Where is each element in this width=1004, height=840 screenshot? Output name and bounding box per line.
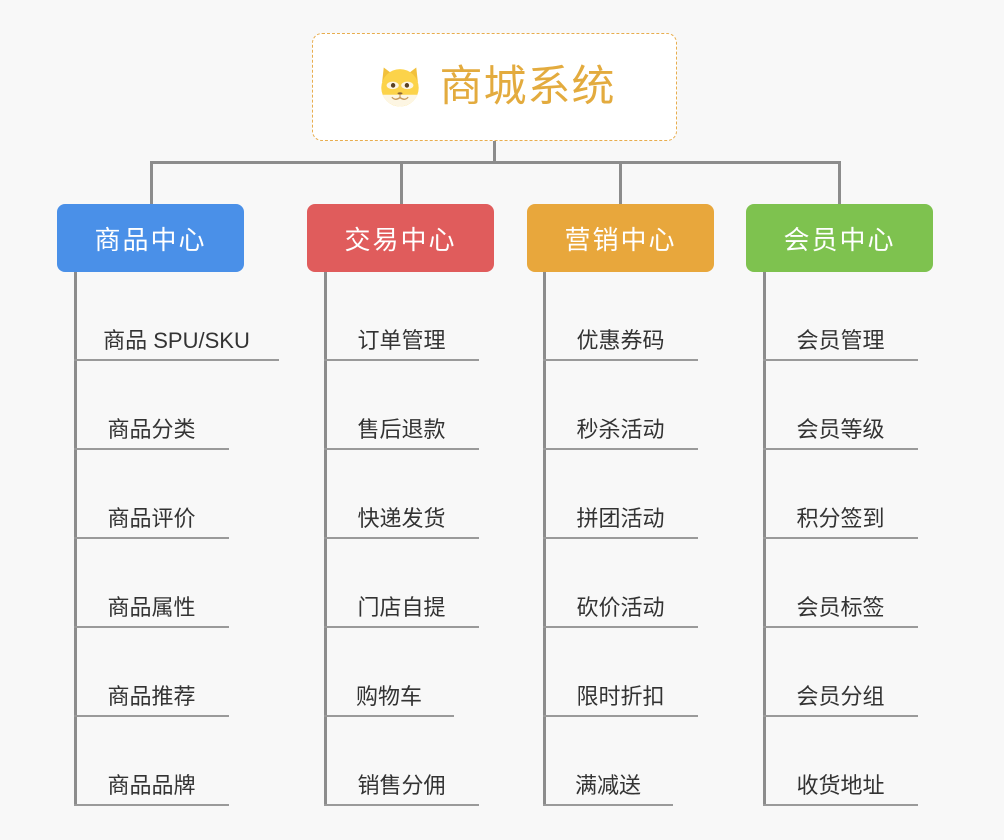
connector-drop-4	[838, 161, 841, 204]
category-header-yingxiao[interactable]: 营销中心	[527, 204, 714, 272]
connector-drop-3	[619, 161, 622, 204]
leaf-item[interactable]: 会员标签	[763, 539, 918, 628]
leaf-item[interactable]: 会员分组	[763, 628, 918, 717]
leaf-item-label: 商品 SPU/SKU	[103, 327, 250, 353]
category-header-huiyuan[interactable]: 会员中心	[746, 204, 933, 272]
leaf-item-label: 满减送	[574, 772, 641, 798]
leaf-item-label: 商品品牌	[107, 772, 196, 798]
leaf-item[interactable]: 商品推荐	[74, 628, 229, 717]
leaf-item[interactable]: 满减送	[543, 717, 673, 806]
leaf-item-label: 优惠券码	[576, 327, 665, 353]
leaf-item[interactable]: 秒杀活动	[543, 361, 698, 450]
connector-drop-1	[150, 161, 153, 204]
category-header-shangpin[interactable]: 商品中心	[57, 204, 244, 272]
leaf-item-label: 积分签到	[796, 505, 885, 531]
leaf-item-label: 购物车	[355, 683, 422, 709]
leaf-item[interactable]: 商品属性	[74, 539, 229, 628]
root-title: 商城系统	[439, 62, 616, 111]
leaf-item-label: 会员管理	[796, 327, 885, 353]
leaf-item-label: 商品推荐	[107, 683, 196, 709]
leaf-item[interactable]: 售后退款	[324, 361, 479, 450]
leaf-item[interactable]: 购物车	[324, 628, 454, 717]
category-header-label: 交易中心	[344, 224, 457, 255]
leaf-item[interactable]: 收货地址	[763, 717, 918, 806]
leaf-item[interactable]: 商品分类	[74, 361, 229, 450]
leaf-item[interactable]: 拼团活动	[543, 450, 698, 539]
leaf-item-label: 拼团活动	[576, 505, 665, 531]
leaf-item[interactable]: 会员等级	[763, 361, 918, 450]
leaf-item[interactable]: 销售分佣	[324, 717, 479, 806]
leaf-item-label: 商品分类	[107, 416, 196, 442]
shiba-dog-emoji	[380, 67, 419, 107]
leaf-item-label: 售后退款	[357, 416, 446, 442]
leaf-item-label: 会员等级	[796, 416, 885, 442]
leaf-item[interactable]: 砍价活动	[543, 539, 698, 628]
category-header-label: 商品中心	[94, 224, 207, 255]
connector-spine	[324, 272, 327, 806]
leaf-item[interactable]: 限时折扣	[543, 628, 698, 717]
category-header-jiaoyi[interactable]: 交易中心	[307, 204, 494, 272]
leaf-item-label: 商品属性	[107, 594, 196, 620]
leaf-item-label: 收货地址	[796, 772, 885, 798]
root-node[interactable]: 商城系统	[312, 33, 677, 141]
leaf-item[interactable]: 积分签到	[763, 450, 918, 539]
leaf-item[interactable]: 商品评价	[74, 450, 229, 539]
leaf-item-label: 快递发货	[357, 505, 446, 531]
leaf-item[interactable]: 门店自提	[324, 539, 479, 628]
leaf-item[interactable]: 优惠券码	[543, 272, 698, 361]
connector-root-stem	[493, 141, 496, 163]
connector-spine	[763, 272, 766, 806]
leaf-item[interactable]: 商品品牌	[74, 717, 229, 806]
leaf-item-label: 订单管理	[357, 327, 446, 353]
leaf-item-label: 商品评价	[107, 505, 196, 531]
category-header-label: 会员中心	[783, 224, 896, 255]
leaf-item-label: 会员标签	[796, 594, 885, 620]
leaf-item-label: 门店自提	[357, 594, 446, 620]
leaf-item[interactable]: 商品 SPU/SKU	[74, 272, 279, 361]
leaf-item-label: 砍价活动	[576, 594, 665, 620]
leaf-item[interactable]: 快递发货	[324, 450, 479, 539]
leaf-item-label: 销售分佣	[357, 772, 446, 798]
connector-spine	[74, 272, 77, 806]
leaf-item[interactable]: 会员管理	[763, 272, 918, 361]
category-header-label: 营销中心	[564, 224, 677, 255]
connector-drop-2	[400, 161, 403, 204]
leaf-item-label: 会员分组	[796, 683, 885, 709]
leaf-item-label: 秒杀活动	[576, 416, 665, 442]
connector-spine	[543, 272, 546, 806]
leaf-item[interactable]: 订单管理	[324, 272, 479, 361]
leaf-item-label: 限时折扣	[576, 683, 665, 709]
connector-horizontal-bus	[150, 161, 839, 164]
